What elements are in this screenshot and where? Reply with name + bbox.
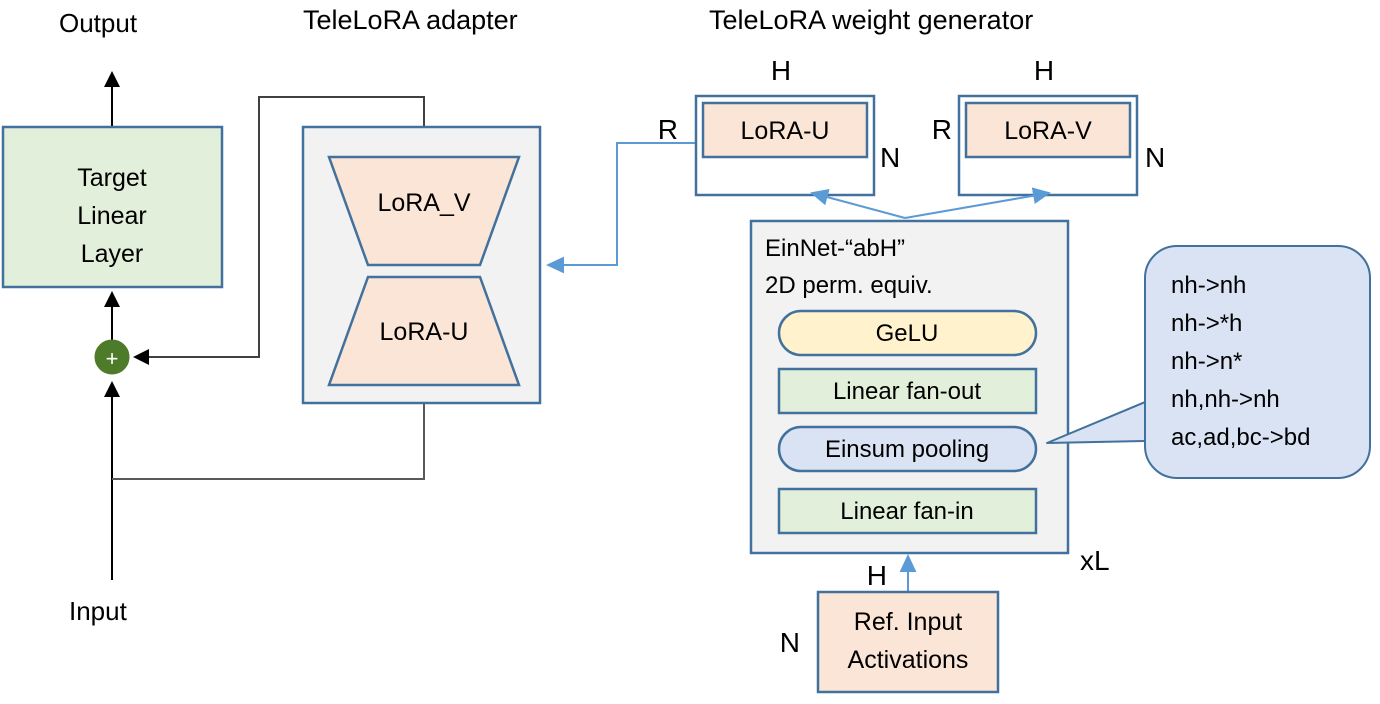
target-layer-line3: Layer	[81, 240, 144, 268]
title-generator: TeleLoRA weight generator	[709, 5, 1033, 35]
generator-to-adapter-arrow	[546, 142, 696, 274]
target-linear-layer-box	[1, 125, 224, 289]
einnet-to-lora-v-arrow	[904, 187, 1051, 219]
callout-line-1: nh->nh	[1171, 272, 1246, 299]
target-layer-line1: Target	[77, 164, 147, 192]
lora-u-matrix-box	[701, 101, 869, 159]
title-adapter: TeleLoRA adapter	[303, 5, 518, 35]
einnet-block-linear-fan-out-label: Linear fan-out	[833, 378, 981, 405]
lora-u-dim-right: N	[880, 142, 900, 173]
input-label: Input	[69, 596, 128, 626]
lora-v-matrix-box	[964, 101, 1132, 159]
lora-u-dim-top: H	[771, 55, 791, 86]
lora-v-dim-top: H	[1034, 55, 1054, 86]
lora-u-trapezoid	[327, 275, 521, 387]
einnet-block-linear-fan-in[interactable]	[777, 487, 1038, 535]
callout-bubble	[1144, 245, 1371, 479]
lora-u-gen-label: LoRA-U	[741, 117, 830, 145]
lora-v-dim-right: N	[1145, 142, 1165, 173]
einnet-to-lora-u-arrow	[810, 189, 906, 219]
ref-input-line1: Ref. Input	[854, 608, 962, 636]
einnet-title-line1: EinNet-“abH”	[765, 235, 905, 262]
einnet-block-linear-fan-in-label: Linear fan-in	[840, 498, 973, 525]
lora-v-gen-label: LoRA-V	[1004, 117, 1092, 145]
target-layer-line2: Linear	[77, 202, 147, 230]
input-branch-to-adapter	[112, 388, 432, 480]
ref-input-line2: Activations	[848, 646, 969, 674]
lora-v-trapezoid	[327, 155, 521, 267]
adapter-output-to-add	[133, 96, 425, 365]
callout-line-5: ac,ad,bc->bd	[1171, 424, 1310, 451]
einnet-title-line2: 2D perm. equiv.	[765, 272, 933, 299]
einnet-block-gelu[interactable]	[777, 309, 1038, 357]
callout-line-2: nh->*h	[1171, 310, 1242, 337]
ref-input-dim-top: H	[867, 560, 887, 591]
lora-v-label: LoRA_V	[377, 189, 470, 217]
ref-input-box	[816, 590, 1000, 694]
lora-v-dim-left: R	[932, 114, 952, 145]
add-symbol: +	[106, 346, 119, 371]
einnet-repeat-label: xL	[1080, 545, 1110, 576]
einnet-block-einsum-pooling[interactable]	[777, 425, 1038, 473]
ref-input-dim-left: N	[780, 627, 800, 658]
lora-u-dim-left: R	[658, 114, 678, 145]
output-label: Output	[59, 8, 138, 38]
add-node	[94, 339, 130, 375]
einnet-block-einsum-pooling-label: Einsum pooling	[825, 436, 989, 463]
einnet-block-gelu-label: GeLU	[876, 320, 939, 347]
lora-u-label: LoRA-U	[380, 318, 469, 346]
einnet-block-linear-fan-out[interactable]	[777, 367, 1038, 415]
callout-line-3: nh->n*	[1171, 348, 1242, 375]
callout-line-4: nh,nh->nh	[1171, 386, 1280, 413]
